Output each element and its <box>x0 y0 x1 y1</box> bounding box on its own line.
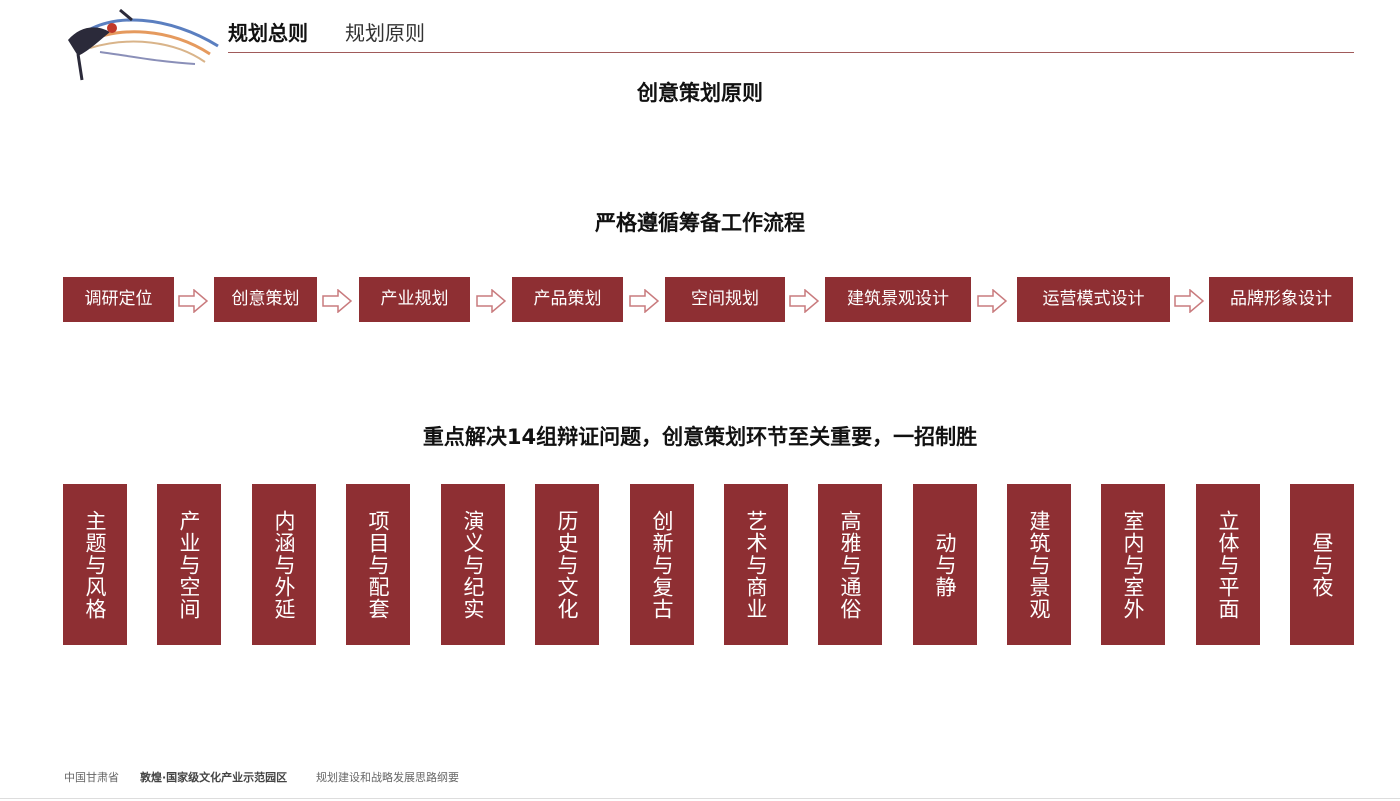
pair-label: 动与静 <box>933 531 957 598</box>
footer-zone: 敦煌·国家级文化产业示范园区 <box>140 771 288 784</box>
pair-card-14: 昼与夜 <box>1290 484 1354 645</box>
pair-card-13: 立体与平面 <box>1196 484 1260 645</box>
flow-arrow-icon <box>977 289 1007 313</box>
flow-step-5: 空间规划 <box>665 277 785 322</box>
flow-arrow-icon <box>1174 289 1204 313</box>
pair-card-4: 项目与配套 <box>346 484 410 645</box>
pair-card-3: 内涵与外延 <box>252 484 316 645</box>
pair-label: 立体与平面 <box>1216 509 1240 620</box>
footer-region: 中国甘肃省 <box>64 771 119 784</box>
footer-doc-title: 规划建设和战略发展思路纲要 <box>316 771 459 784</box>
flow-step-6: 建筑景观设计 <box>825 277 971 322</box>
flow-step-2: 创意策划 <box>214 277 317 322</box>
header-divider <box>228 52 1354 53</box>
pair-label: 历史与文化 <box>555 509 579 620</box>
section-title: 规划总则 <box>228 21 308 45</box>
pair-label: 内涵与外延 <box>272 509 296 620</box>
pair-label: 高雅与通俗 <box>838 509 862 620</box>
pair-card-6: 历史与文化 <box>535 484 599 645</box>
pair-label: 项目与配套 <box>366 509 390 620</box>
pair-card-11: 建筑与景观 <box>1007 484 1071 645</box>
pairs-heading: 重点解决14组辩证问题，创意策划环节至关重要，一招制胜 <box>422 425 978 449</box>
pair-card-5: 演义与纪实 <box>441 484 505 645</box>
subsection-title: 规划原则 <box>345 21 425 45</box>
pair-card-1: 主题与风格 <box>63 484 127 645</box>
flow-step-3: 产业规划 <box>359 277 470 322</box>
footer-divider <box>0 798 1400 799</box>
pair-label: 产业与空间 <box>177 509 201 620</box>
pair-label: 建筑与景观 <box>1027 509 1051 620</box>
flow-step-1: 调研定位 <box>63 277 174 322</box>
pair-card-2: 产业与空间 <box>157 484 221 645</box>
pair-label: 创新与复古 <box>650 509 674 620</box>
pair-label: 艺术与商业 <box>744 509 768 620</box>
pair-label: 昼与夜 <box>1310 531 1334 598</box>
pair-label: 主题与风格 <box>83 509 107 620</box>
flow-arrow-icon <box>476 289 506 313</box>
pair-card-7: 创新与复古 <box>630 484 694 645</box>
flow-arrow-icon <box>178 289 208 313</box>
flow-arrow-icon <box>629 289 659 313</box>
flow-step-8: 品牌形象设计 <box>1209 277 1353 322</box>
flow-step-7: 运营模式设计 <box>1017 277 1170 322</box>
pair-card-12: 室内与室外 <box>1101 484 1165 645</box>
flow-arrow-icon <box>322 289 352 313</box>
pair-card-8: 艺术与商业 <box>724 484 788 645</box>
pair-label: 演义与纪实 <box>461 509 485 620</box>
flying-apsaras-logo <box>68 8 219 81</box>
flow-arrow-icon <box>789 289 819 313</box>
page-title: 创意策划原则 <box>637 81 763 105</box>
process-heading: 严格遵循筹备工作流程 <box>595 211 805 235</box>
pair-card-9: 高雅与通俗 <box>818 484 882 645</box>
pair-card-10: 动与静 <box>913 484 977 645</box>
flow-step-4: 产品策划 <box>512 277 623 322</box>
pair-label: 室内与室外 <box>1121 509 1145 620</box>
